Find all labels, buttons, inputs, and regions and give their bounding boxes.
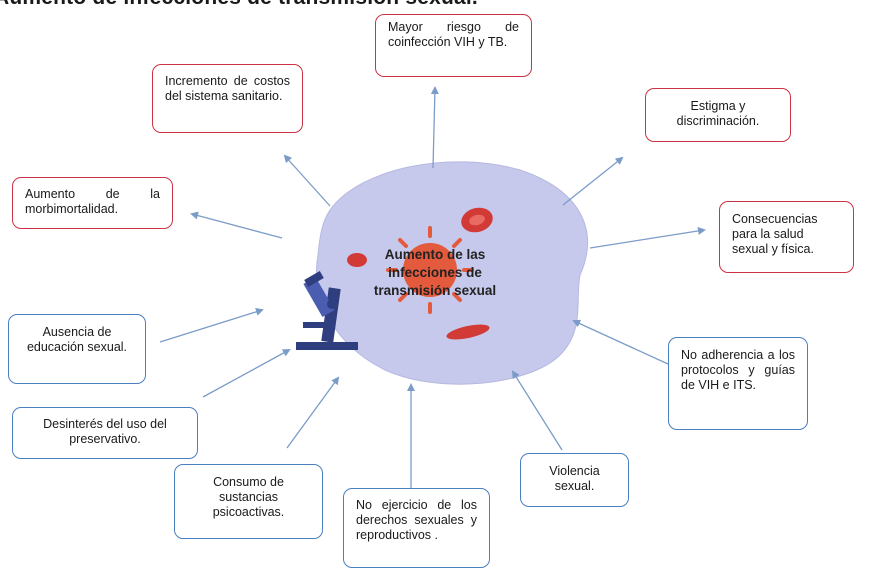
node-preservativo: Desinterés del uso del preservativo. xyxy=(12,407,198,459)
arrow-morbimortalidad xyxy=(190,211,283,239)
arrow-preservativo xyxy=(202,349,291,398)
node-costos: Incremento de costos del sistema sanitar… xyxy=(152,64,303,133)
red-blood-cell-icon xyxy=(446,324,490,340)
node-educacion: Ausencia de educación sexual. xyxy=(8,314,146,384)
arrow-consumo xyxy=(286,376,340,449)
arrow-adherencia xyxy=(572,319,669,365)
node-consecuencias: Consecuencias para la salud sexual y fís… xyxy=(719,201,854,273)
node-derechos: No ejercicio de los derechos sexuales y … xyxy=(343,488,490,568)
node-adherencia: No adherencia a los protocolos y guías d… xyxy=(668,337,808,430)
red-blood-cell-icon xyxy=(347,253,367,267)
microscope-icon xyxy=(296,271,358,350)
arrow-consecuencias xyxy=(589,226,706,249)
node-coinfeccion: Mayor riesgo de coinfección VIH y TB. xyxy=(375,14,532,77)
diagram-title: Aumento de infecciones de transmisión se… xyxy=(0,0,478,10)
virus-icon xyxy=(386,226,474,314)
arrow-coinfeccion xyxy=(430,86,439,169)
node-morbimortalidad: Aumento de la morbimortalidad. xyxy=(12,177,173,229)
small-blob-dot xyxy=(534,316,546,328)
arrow-violencia xyxy=(511,370,563,451)
central-topic-label: Aumento de las infecciones de transmisió… xyxy=(373,247,497,298)
node-violencia: Violencia sexual. xyxy=(520,453,629,507)
arrow-costos xyxy=(283,154,331,207)
arrow-estigma xyxy=(562,156,624,206)
node-estigma: Estigma y discriminación. xyxy=(645,88,791,142)
arrow-educacion xyxy=(159,307,264,343)
red-blood-cell-icon xyxy=(461,207,493,233)
node-consumo: Consumo de sustancias psicoactivas. xyxy=(174,464,323,539)
